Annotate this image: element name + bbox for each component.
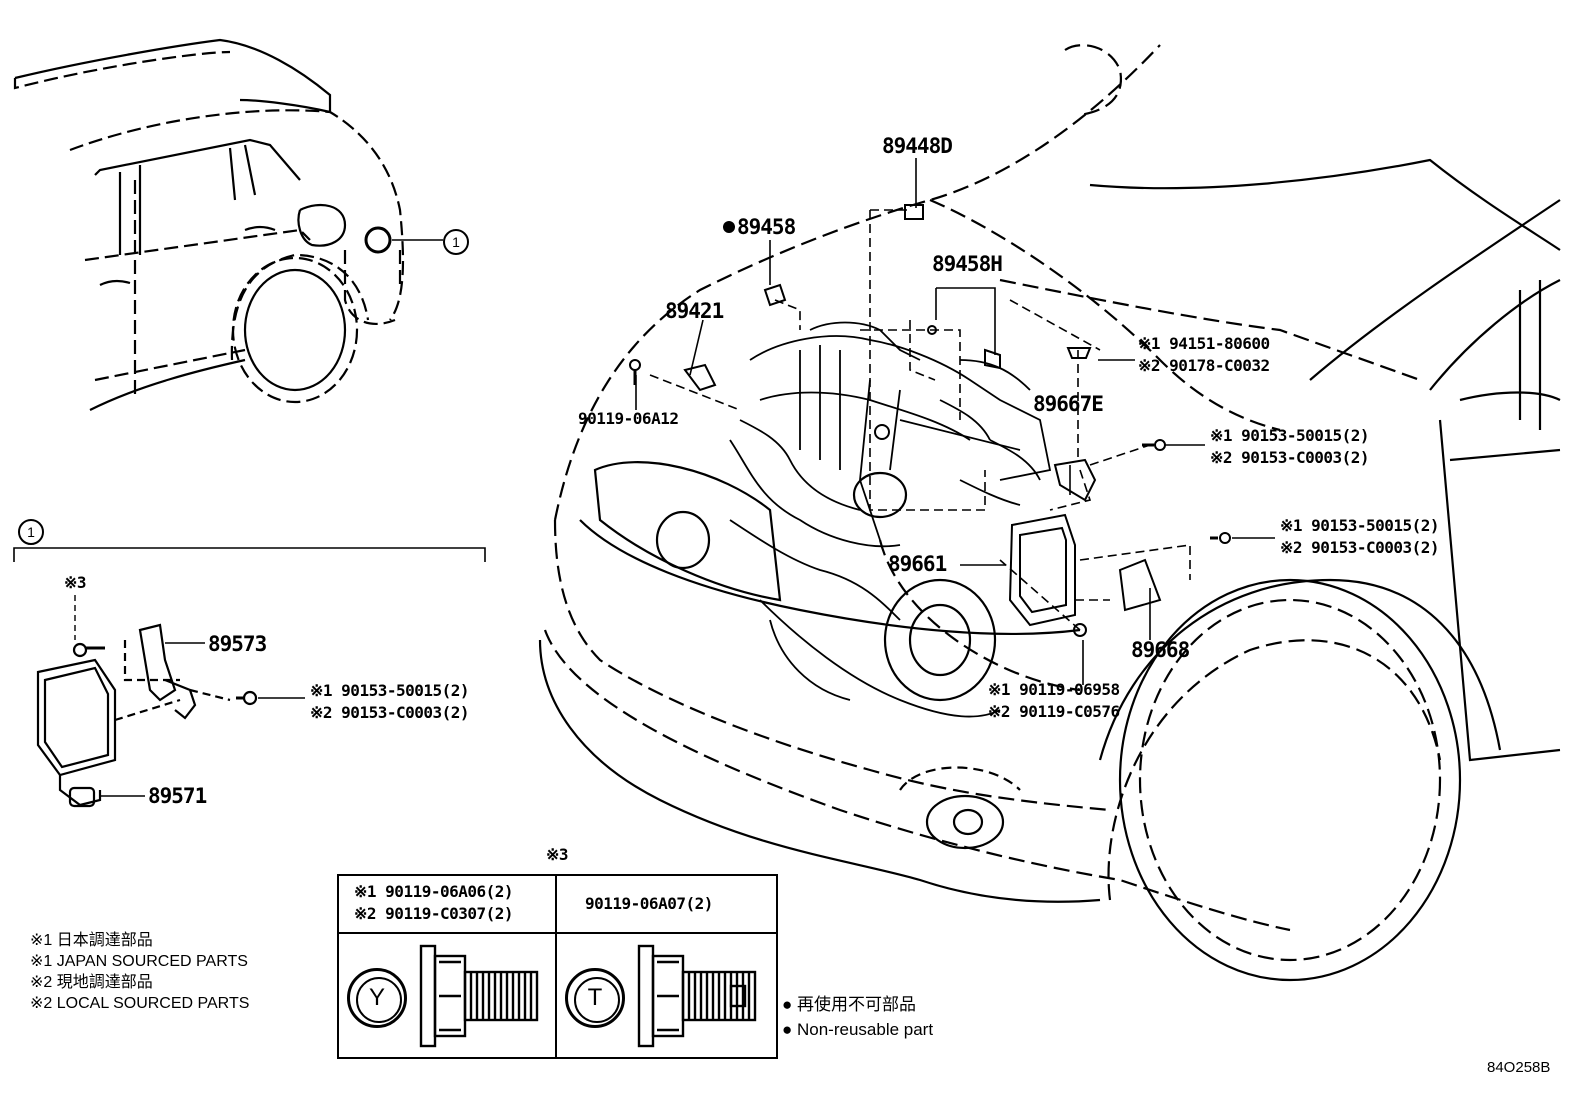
nut-callout-line1: ※1 94151-80600 [1138,334,1270,353]
part-label-89661: 89661 [888,552,947,576]
part-label-89458-text: 89458 [737,215,796,239]
part-glyphs [629,204,1231,637]
legend-japan-jp: ※1 日本調達部品 [30,932,153,949]
bolt-lower-callout-line2: ※2 90119-C0576 [988,702,1120,721]
table-col1-line2: ※2 90119-C0307(2) [354,904,514,923]
legend-japan-en: ※1 JAPAN SOURCED PARTS [30,953,248,970]
detail-marker-1-header: 1 [18,519,44,545]
bolt-lower-callout-line1: ※1 90119-06958 [988,680,1120,699]
nut-callout-line2: ※2 90178-C0032 [1138,356,1270,375]
fastener-table: ※1 90119-06A06(2) ※2 90119-C0307(2) 9011… [337,874,778,1059]
part-label-89573: 89573 [208,632,267,656]
detail-bolt-callout-line2: ※2 90153-C0003(2) [310,703,470,722]
yaw-sensor-drawing [36,595,305,808]
table-col1-line1: ※1 90119-06A06(2) [354,882,514,901]
bolt-head-t-icon: T [565,968,625,1028]
part-label-89448d: 89448D [882,134,953,158]
bolt-mid-callout-line2: ※2 90153-C0003(2) [1280,538,1440,557]
part-label-89421: 89421 [665,299,724,323]
bolt-mid-callout-line1: ※1 90153-50015(2) [1280,516,1440,535]
detail-bolt-callout-line1: ※1 90153-50015(2) [310,681,470,700]
table-divider-vertical [555,876,557,1057]
front-vehicle-drawing [538,44,1561,982]
table-col2-label: 90119-06A07(2) [585,894,713,913]
legend-local-en: ※2 LOCAL SOURCED PARTS [30,995,250,1012]
table-divider-horizontal [339,932,776,934]
legend-local-jp: ※2 現地調達部品 [30,974,153,991]
part-label-89667e: 89667E [1033,392,1104,416]
part-label-89458h: 89458H [932,252,1003,276]
bolt-t-side-icon [637,944,757,1048]
bolt-head-y-icon: Y [347,968,407,1028]
detail-ref-3: ※3 [64,573,87,592]
bolt-upper-callout-line1: ※1 90153-50015(2) [1210,426,1370,445]
detail-marker-1-callout: 1 [443,229,469,255]
diagram-code: 84O258B [1487,1059,1551,1076]
bolt-y-side-icon [419,944,539,1048]
bolt-upper-callout-line2: ※2 90153-C0003(2) [1210,448,1370,467]
detail-bracket [13,547,486,562]
part-label-90119-06a12: 90119-06A12 [578,409,679,428]
legend-nonreusable-en: ● Non-reusable part [782,1020,934,1039]
part-label-89458: 89458 [723,215,796,239]
table-header-ref: ※3 [546,845,569,864]
rear-vehicle-drawing [13,38,443,411]
part-label-89668: 89668 [1131,638,1190,662]
non-reusable-dot-icon [723,221,735,233]
part-label-89571: 89571 [148,784,207,808]
legend-nonreusable-jp: ● 再使用不可部品 [782,995,916,1014]
